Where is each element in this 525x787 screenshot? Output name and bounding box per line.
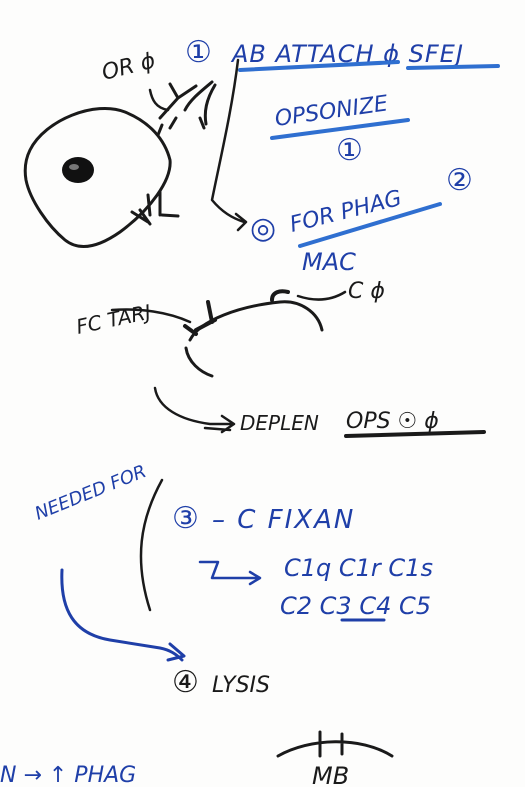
ops-underline — [344, 430, 486, 438]
c-seq-2: C2 C3 C4 C5 — [280, 592, 431, 620]
or-phi-label: OR ɸ — [99, 48, 158, 85]
macrophage-outline — [184, 300, 324, 378]
needed-for-label: NEEDED FOR — [32, 461, 149, 525]
membrane-arc — [276, 730, 394, 758]
fc-receptor — [183, 300, 217, 336]
bracket — [139, 478, 164, 612]
c-seq-1: C1q C1r C1s — [284, 554, 433, 582]
arrow-to-lysis — [60, 568, 186, 662]
deplen-label: DEPLEN — [240, 411, 319, 435]
c-phi-label: C ɸ — [348, 279, 385, 304]
lysis-label: LYSIS — [212, 673, 270, 698]
phag-step-number: ◎ — [250, 211, 276, 246]
c-fixan-label: – C FIXAN — [212, 505, 355, 535]
arrow-to-cascade — [198, 560, 262, 586]
antibody-bottom — [130, 190, 180, 226]
cell-outline — [23, 106, 172, 248]
bottom-left-label: N → ↑ PHAG — [0, 763, 136, 787]
ops-phi-label: OPS ☉ ɸ — [346, 409, 439, 434]
phag-underline — [298, 202, 442, 248]
step4-number: ④ — [172, 665, 199, 700]
step3-number: ③ — [172, 501, 199, 536]
step1-underline — [238, 60, 500, 72]
opsonize-number: ① — [336, 133, 363, 168]
arrow-to-deplen — [153, 386, 236, 434]
c-receptor — [270, 289, 290, 302]
mb-label: MB — [312, 762, 349, 787]
cell-nucleus — [62, 157, 94, 183]
opsonize-underline — [270, 118, 410, 140]
phag-text: FOR PHAG — [287, 186, 404, 238]
antibody-top — [156, 82, 198, 137]
arrow-to-phag — [210, 58, 248, 232]
phag-number: ② — [446, 163, 473, 198]
step1-number: ① — [185, 35, 212, 70]
fc-tarj-label: FC TARJ — [74, 300, 153, 339]
mac-label: MAC — [302, 248, 356, 276]
